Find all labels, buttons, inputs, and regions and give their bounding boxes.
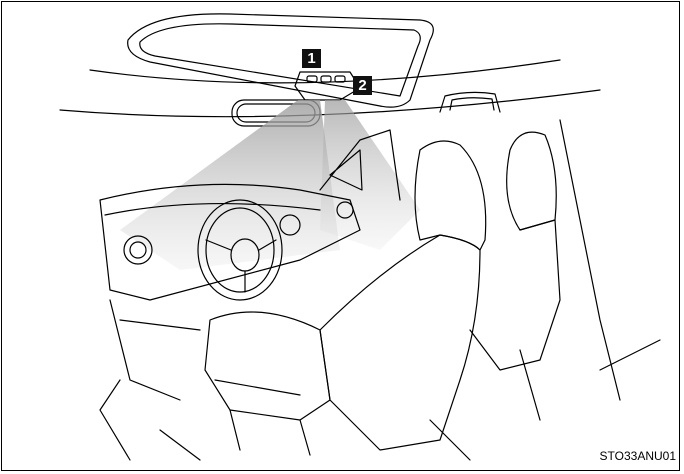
driver-seat (414, 140, 487, 251)
steering-wheel (197, 199, 283, 301)
figure-code: STO33ANU01 (599, 449, 676, 463)
callout-2: 2 (353, 76, 372, 95)
grab-handle (439, 91, 501, 113)
rear-seat (506, 131, 557, 231)
sunroof (127, 13, 434, 108)
dashboard (99, 183, 361, 301)
callout-1: 1 (302, 49, 321, 68)
light-cone-rear (320, 100, 420, 250)
